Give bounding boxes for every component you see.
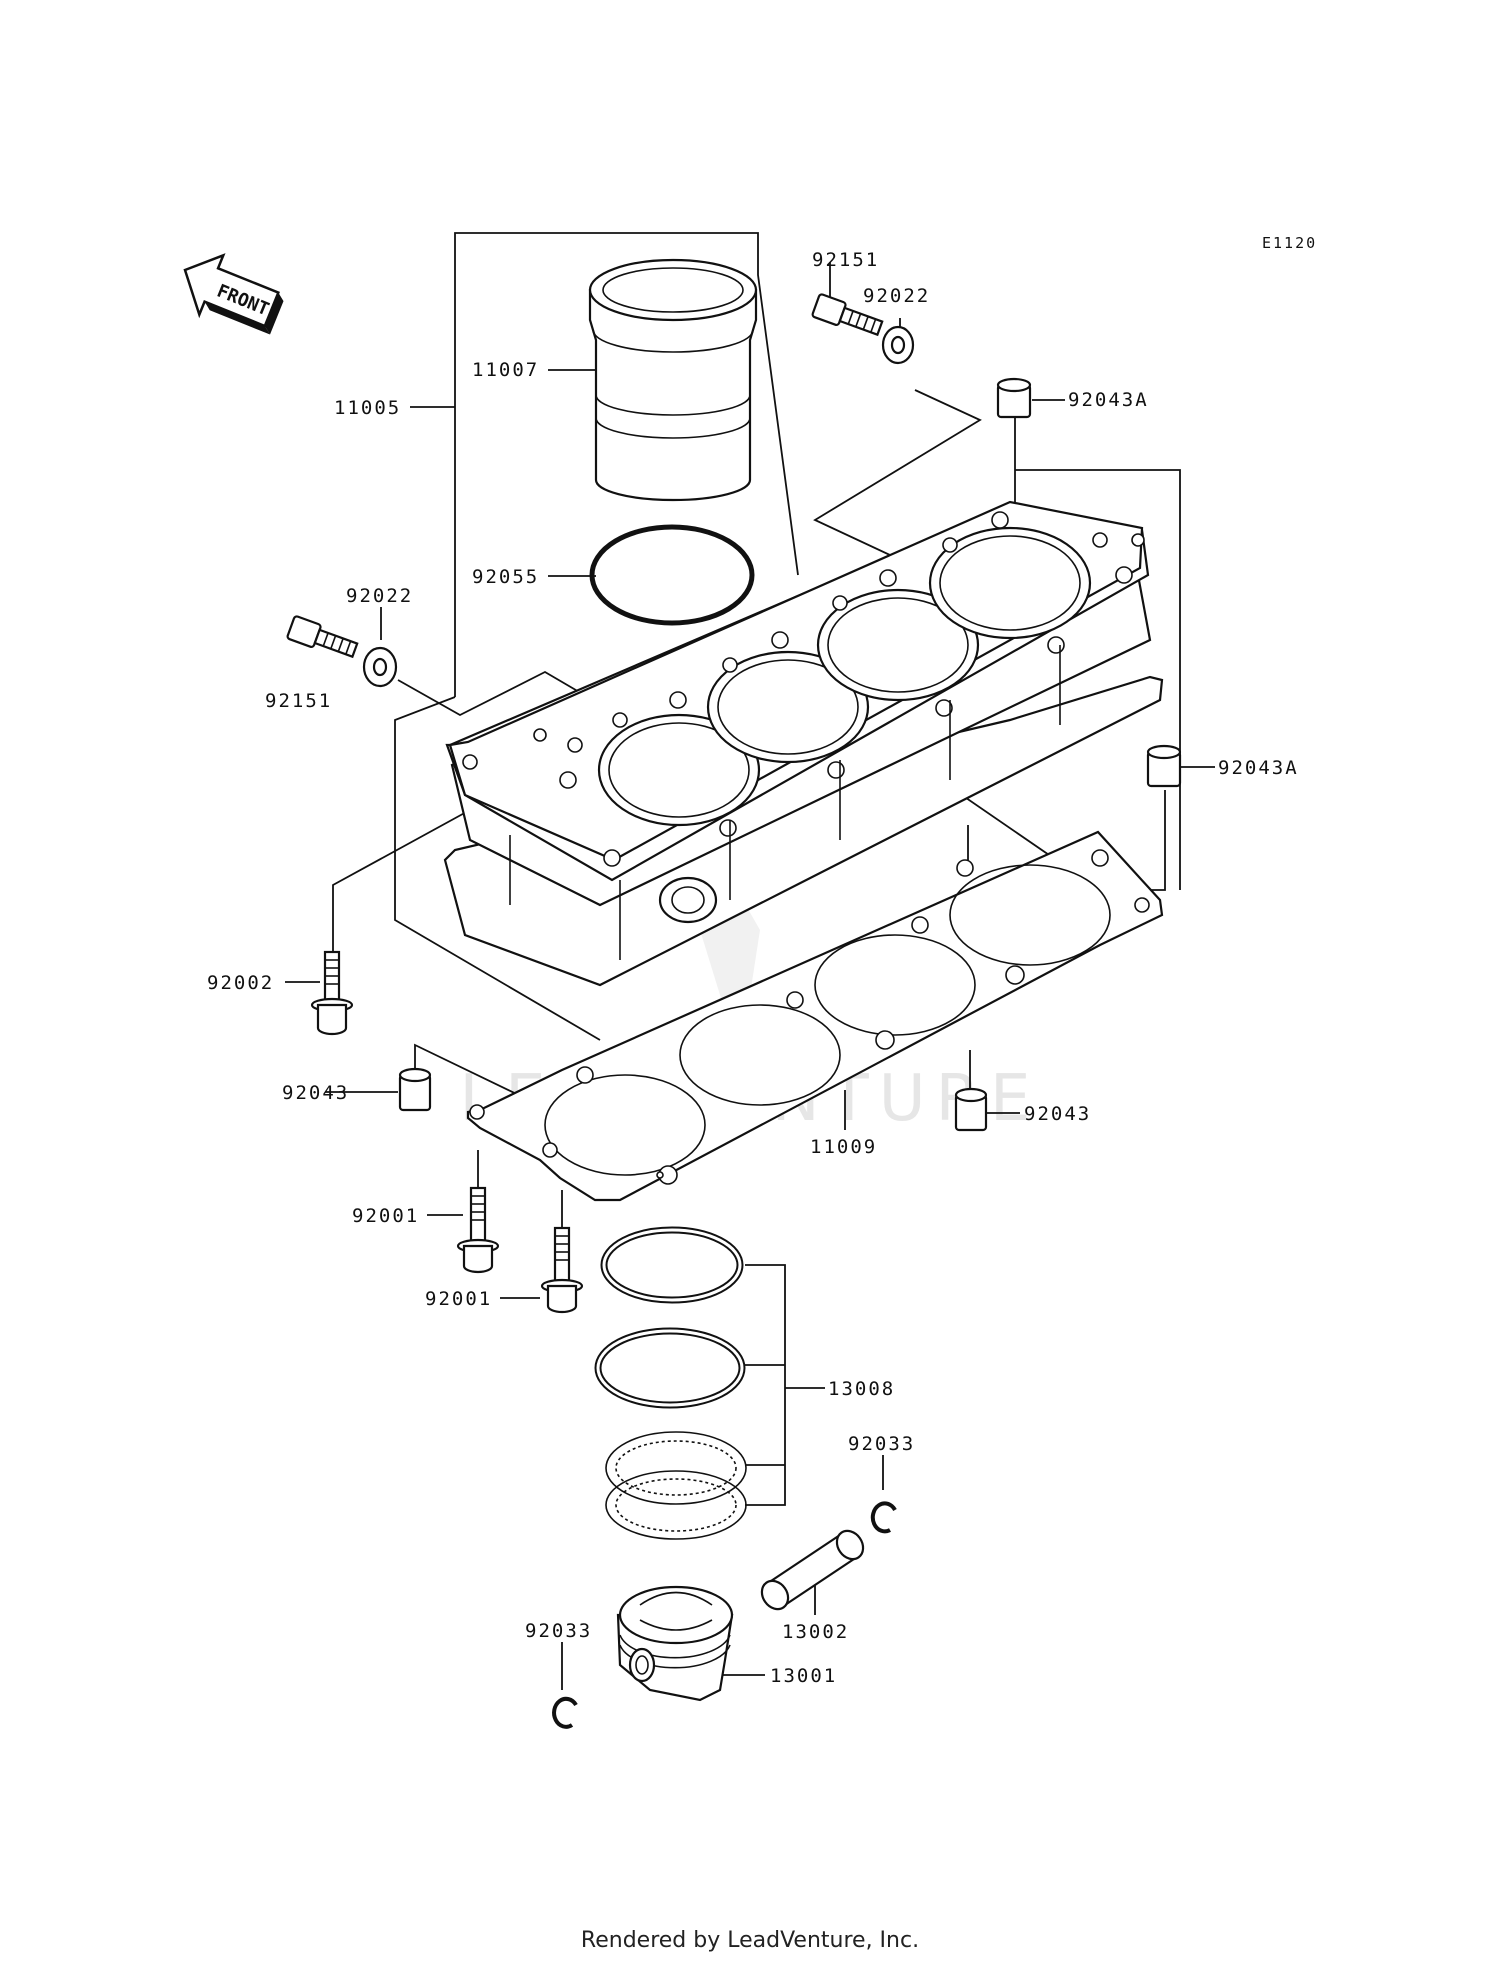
label-11007: 11007 — [472, 359, 539, 381]
label-11009: 11009 — [810, 1136, 877, 1158]
label-13002: 13002 — [782, 1621, 849, 1643]
dowel-pin-92043-right-part — [954, 1087, 988, 1132]
washer-top-part — [881, 325, 915, 365]
label-92022-top: 92022 — [863, 285, 930, 307]
label-92001-a: 92001 — [352, 1205, 419, 1227]
label-11005: 11005 — [334, 397, 401, 419]
cylinder-sleeve-part — [588, 258, 758, 502]
label-13008: 13008 — [828, 1378, 895, 1400]
footer-credit: Rendered by LeadVenture, Inc. — [580, 1928, 920, 1953]
label-92033-right: 92033 — [848, 1433, 915, 1455]
label-92002: 92002 — [207, 972, 274, 994]
dowel-pin-92043-left-part — [398, 1067, 432, 1112]
o-ring-part — [589, 524, 755, 626]
flange-bolt-top-part — [811, 293, 884, 337]
cylinder-block-part — [443, 500, 1164, 987]
bolt-92002-part — [310, 950, 354, 1036]
label-92022-left: 92022 — [346, 585, 413, 607]
part-number-labels: 92151 92022 92043A 11005 11007 92055 920… — [207, 249, 1299, 1687]
label-92043-left: 92043 — [282, 1082, 349, 1104]
bolt-92001-b-part — [540, 1226, 584, 1314]
dowel-pin-92043A-right-part — [1146, 744, 1182, 788]
label-13001: 13001 — [770, 1665, 837, 1687]
label-92043A-right: 92043A — [1218, 757, 1299, 779]
circlip-right-part — [870, 1501, 897, 1534]
head-gasket-part — [466, 830, 1164, 1202]
label-92151-left: 92151 — [265, 690, 332, 712]
washer-left-part — [362, 646, 398, 688]
flange-bolt-left-part — [286, 615, 359, 659]
piston-pin-part — [760, 1529, 865, 1611]
piston-part — [616, 1585, 734, 1702]
piston-ring-set-part — [594, 1226, 747, 1540]
front-arrow-icon: FRONT — [183, 253, 284, 335]
circlip-left-part — [552, 1696, 578, 1729]
label-92043-right: 92043 — [1024, 1103, 1091, 1125]
label-92055: 92055 — [472, 566, 539, 588]
dowel-pin-92043A-top-part — [996, 377, 1032, 419]
label-92043A-top: 92043A — [1068, 389, 1149, 411]
label-92151-top: 92151 — [812, 249, 879, 271]
drawing-code: E1120 — [1262, 234, 1317, 252]
bolt-92001-a-part — [456, 1186, 500, 1274]
label-92001-b: 92001 — [425, 1288, 492, 1310]
label-92033-left: 92033 — [525, 1620, 592, 1642]
